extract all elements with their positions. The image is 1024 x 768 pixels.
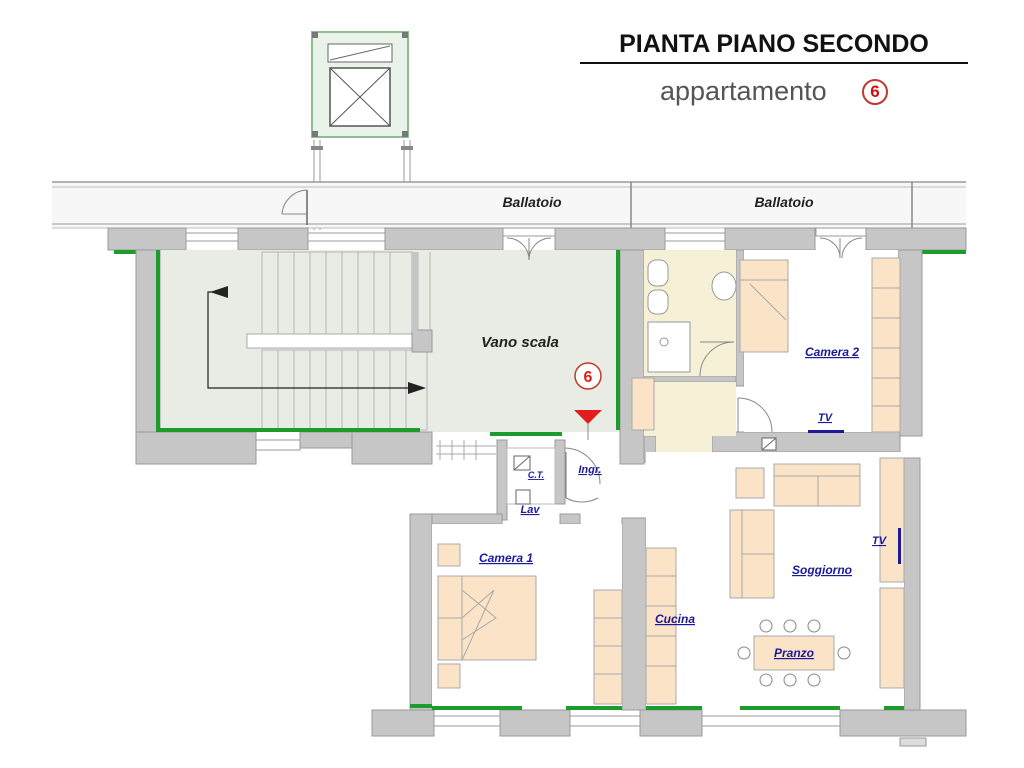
lower-facade-wall: [371, 704, 967, 747]
camera-1-label: Camera 1: [479, 551, 533, 565]
lav-label: Lav: [521, 504, 541, 516]
bathroom: [631, 250, 737, 452]
camera-1: [432, 524, 623, 710]
title-underline: [580, 62, 968, 64]
ballatoio-strip: [52, 181, 966, 229]
camera-2: [737, 227, 901, 451]
ingresso: [436, 440, 619, 561]
ballatoio-right-label: Ballatoio: [754, 194, 814, 210]
unit-badge: 6: [862, 79, 888, 105]
tv-camera-2-label: TV: [818, 412, 834, 424]
pranzo-label: Pranzo: [774, 646, 814, 660]
window-sill: [255, 439, 301, 451]
upper-facade-wall: [107, 227, 967, 254]
inner-green-lines: [156, 250, 620, 436]
cucina-label: Cucina: [655, 612, 695, 626]
entrance-marker: [574, 362, 602, 440]
soggiorno-label: Soggiorno: [792, 563, 852, 577]
ballatoio-left-label: Ballatoio: [502, 194, 562, 210]
subtitle: appartamento: [660, 76, 827, 106]
ct-label: C.T.: [528, 470, 544, 480]
soggiorno: [645, 452, 905, 710]
lift-tower: [311, 31, 413, 230]
camera-2-label: Camera 2: [805, 345, 859, 359]
stair-hall: [160, 227, 620, 432]
tv-soggiorno-label: TV: [872, 535, 888, 547]
page-title: PIANTA PIANO SECONDO: [619, 30, 929, 58]
ingr-label: Ingr.: [578, 464, 601, 476]
entrance-number: 6: [584, 369, 593, 386]
vano-scala-label: Vano scala: [481, 334, 559, 351]
